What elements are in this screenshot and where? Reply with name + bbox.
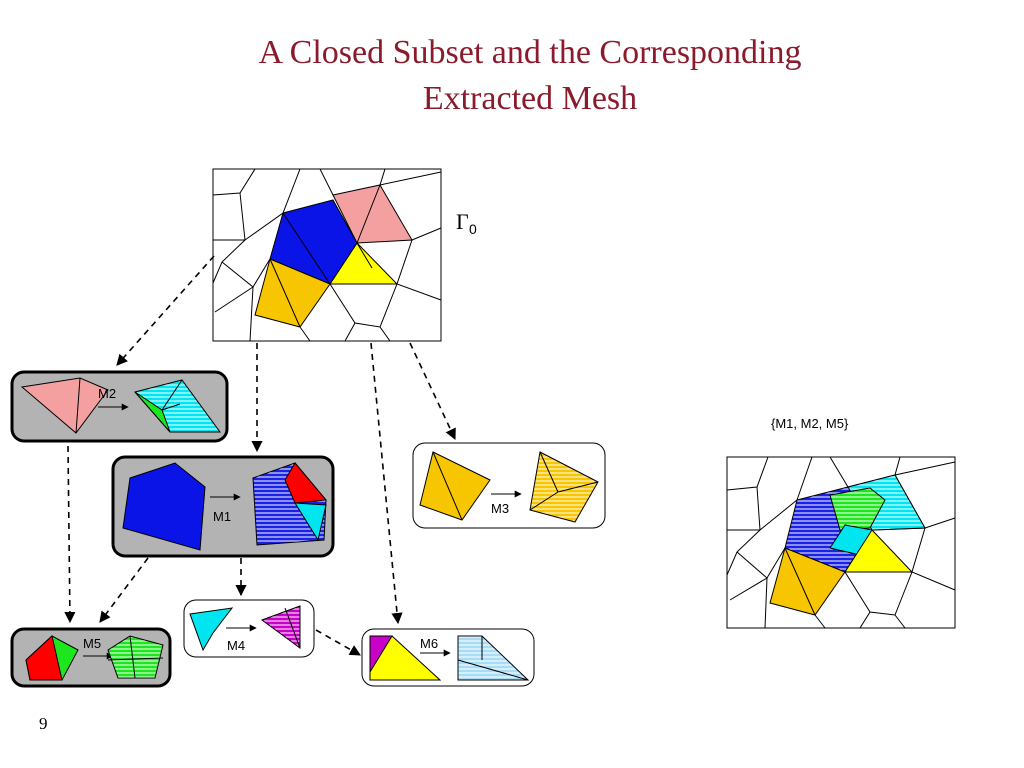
m6-label: M6 [420, 636, 438, 651]
gamma0-label: Γ 0 [456, 209, 477, 237]
m3-box: M3 [412, 442, 606, 529]
result-mesh [726, 456, 956, 629]
m2-label: M2 [98, 386, 116, 401]
page-number: 9 [39, 714, 48, 733]
m1-box: M1 [111, 455, 335, 558]
slide-title: A Closed Subset and the Corresponding Ex… [0, 30, 1024, 122]
m4-label: M4 [227, 638, 245, 653]
m3-label: M3 [491, 501, 509, 516]
gamma0-mesh [212, 168, 442, 342]
title-line-1: A Closed Subset and the Corresponding [258, 34, 802, 71]
gamma-symbol: Γ [456, 209, 469, 234]
m6-box: M6 [361, 628, 535, 687]
gamma-subscript: 0 [469, 221, 477, 237]
result-label: {M1, M2, M5} [771, 416, 849, 431]
title-line-2: Extracted Mesh [422, 80, 638, 117]
dashed-arrows [64, 255, 456, 656]
m5-label: M5 [83, 636, 101, 651]
m4-box: M4 [183, 599, 315, 658]
m5-box: M5 [10, 627, 172, 688]
m2-box: M2 [10, 370, 229, 443]
m1-label: M1 [213, 509, 231, 524]
